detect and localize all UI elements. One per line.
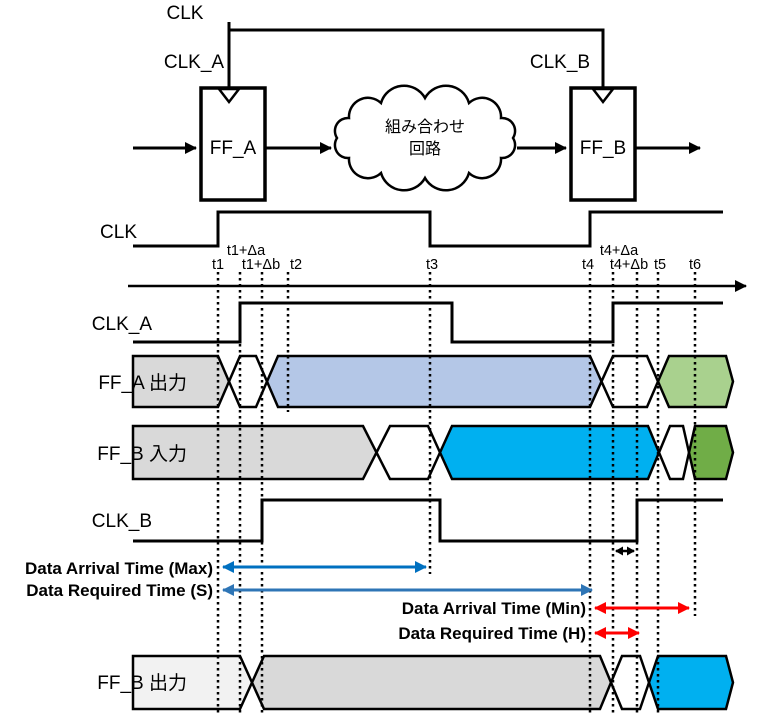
time-label-t4-da: t4+Δa: [600, 243, 639, 259]
label-data-arrival-min: Data Arrival Time (Min): [402, 599, 586, 618]
clk-a-waveform: [133, 301, 723, 344]
ff-b-out-seg-stable: [250, 654, 613, 711]
row-labels: CLK CLK_A FF_A 出力 FF_B 入力 CLK_B FF_B 出力: [92, 222, 187, 694]
time-label-t6: t6: [689, 257, 701, 273]
ff-b-in-seg-next: [687, 424, 735, 481]
clk-waveform: [133, 210, 723, 248]
label-data-arrival-max: Data Arrival Time (Max): [25, 559, 213, 578]
ff-b-clock-triangle-icon: [590, 87, 616, 105]
cloud-label-line2: 回路: [409, 140, 441, 158]
time-label-t4-db: t4+Δb: [610, 257, 648, 273]
ff-a-out-seg-transition2: [600, 354, 660, 409]
time-label-t4: t4: [582, 257, 594, 273]
row-label-ff-b-in: FF_B 入力: [97, 443, 187, 465]
ff-a-clock-triangle-icon: [216, 87, 242, 105]
clk-a-net-label: CLK_A: [164, 52, 225, 73]
circuit-schematic: CLK CLK_A CLK_B FF_A FF_B 組み合わせ 回路: [133, 3, 701, 202]
clk-net-label: CLK: [167, 3, 204, 24]
time-label-t1: t1: [212, 257, 224, 273]
time-label-t1-db: t1+Δb: [242, 257, 280, 273]
ff-b-out-seg-old: [131, 654, 254, 711]
ff-b-in-seg-stable: [438, 424, 661, 481]
ff-b-label: FF_B: [580, 138, 626, 159]
time-mark-labels: t1+Δa t4+Δa t1 t1+Δb t2 t3 t4 t4+Δb t5 t…: [212, 243, 701, 273]
row-label-ff-a-out: FF_A 出力: [98, 372, 187, 394]
ff-a-output-waveform: [131, 354, 735, 409]
cloud-label-line1: 組み合わせ: [385, 118, 465, 136]
label-data-required-hold: Data Required Time (H): [398, 624, 586, 643]
time-marker-lines: [216, 272, 697, 714]
ff-b-output-waveform: [131, 654, 735, 711]
row-label-clk-b: CLK_B: [92, 511, 152, 532]
ff-a-out-seg-stable: [265, 354, 603, 409]
timing-annotations: Data Arrival Time (Max) Data Required Ti…: [25, 546, 690, 643]
ff-a-box: [199, 86, 267, 202]
ff-b-in-seg-old: [131, 424, 378, 481]
ff-a-label: FF_A: [210, 138, 257, 159]
combinational-logic-cloud: [333, 84, 517, 192]
row-label-ff-b-out: FF_B 出力: [97, 672, 187, 694]
label-data-required-setup: Data Required Time (S): [26, 581, 213, 600]
time-label-t5: t5: [654, 257, 666, 273]
clk-b-waveform: [133, 498, 723, 543]
time-label-t1-da: t1+Δa: [227, 243, 266, 259]
clock-net-wire: [227, 22, 605, 88]
time-label-t3: t3: [426, 257, 438, 273]
clk-b-net-label: CLK_B: [530, 52, 590, 73]
row-label-clk: CLK: [100, 222, 137, 243]
row-label-clk-a: CLK_A: [92, 314, 153, 335]
ff-b-in-seg-transition2: [657, 424, 691, 481]
ff-b-out-seg-next: [647, 654, 735, 711]
ff-a-out-seg-old: [131, 354, 231, 409]
ff-b-input-waveform: [131, 424, 735, 481]
ff-b-out-seg-transition: [609, 654, 651, 711]
time-label-t2: t2: [290, 257, 302, 273]
